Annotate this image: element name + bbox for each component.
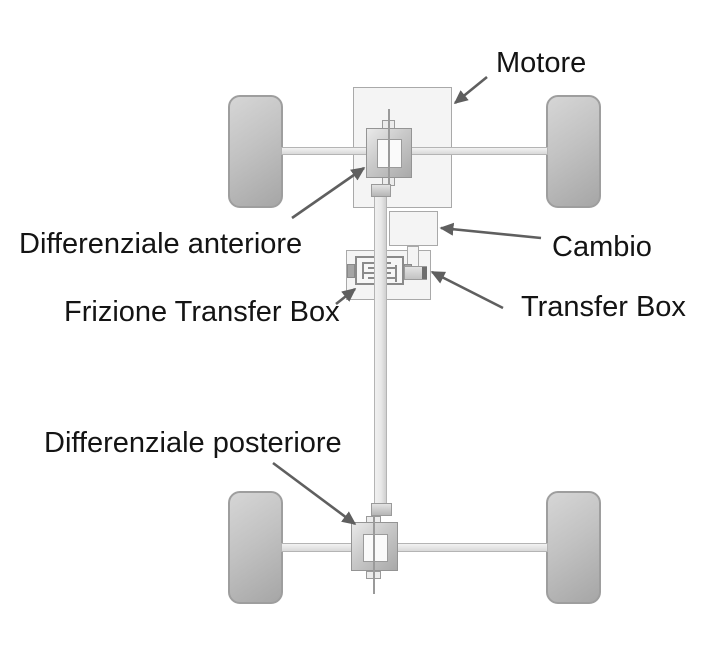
label-motore: Motore [496, 47, 587, 79]
rear-input-flange [371, 503, 392, 516]
front-output-flange [371, 184, 391, 197]
arrow-differenziale-posteriore [272, 461, 357, 526]
label-differenziale-anteriore: Differenziale anteriore [19, 228, 303, 260]
clutch-tab-left [347, 264, 355, 278]
label-frizione-transfer-box: Frizione Transfer Box [64, 296, 340, 328]
rear-diff-opening [363, 534, 388, 562]
clutch-carrier-right [395, 265, 397, 282]
clutch-carrier-left [362, 262, 364, 279]
wheel-rear-right [546, 491, 601, 604]
driveshaft [374, 191, 387, 504]
arrow-transfer-box [430, 270, 504, 310]
rear-axle [281, 543, 548, 552]
rear-diff-shaft-line [373, 517, 375, 594]
wheel-front-left [228, 95, 283, 208]
front-axle [281, 147, 548, 155]
arrow-motore [453, 75, 488, 105]
label-cambio: Cambio [552, 231, 652, 263]
gearbox [389, 211, 438, 246]
wheel-front-right [546, 95, 601, 208]
label-transfer-box: Transfer Box [521, 291, 686, 323]
front-diff-shaft-line [388, 109, 390, 186]
output-shaft-cap [422, 267, 427, 279]
wheel-rear-left [228, 491, 283, 604]
arrow-cambio [439, 222, 542, 240]
label-differenziale-posteriore: Differenziale posteriore [44, 427, 342, 459]
